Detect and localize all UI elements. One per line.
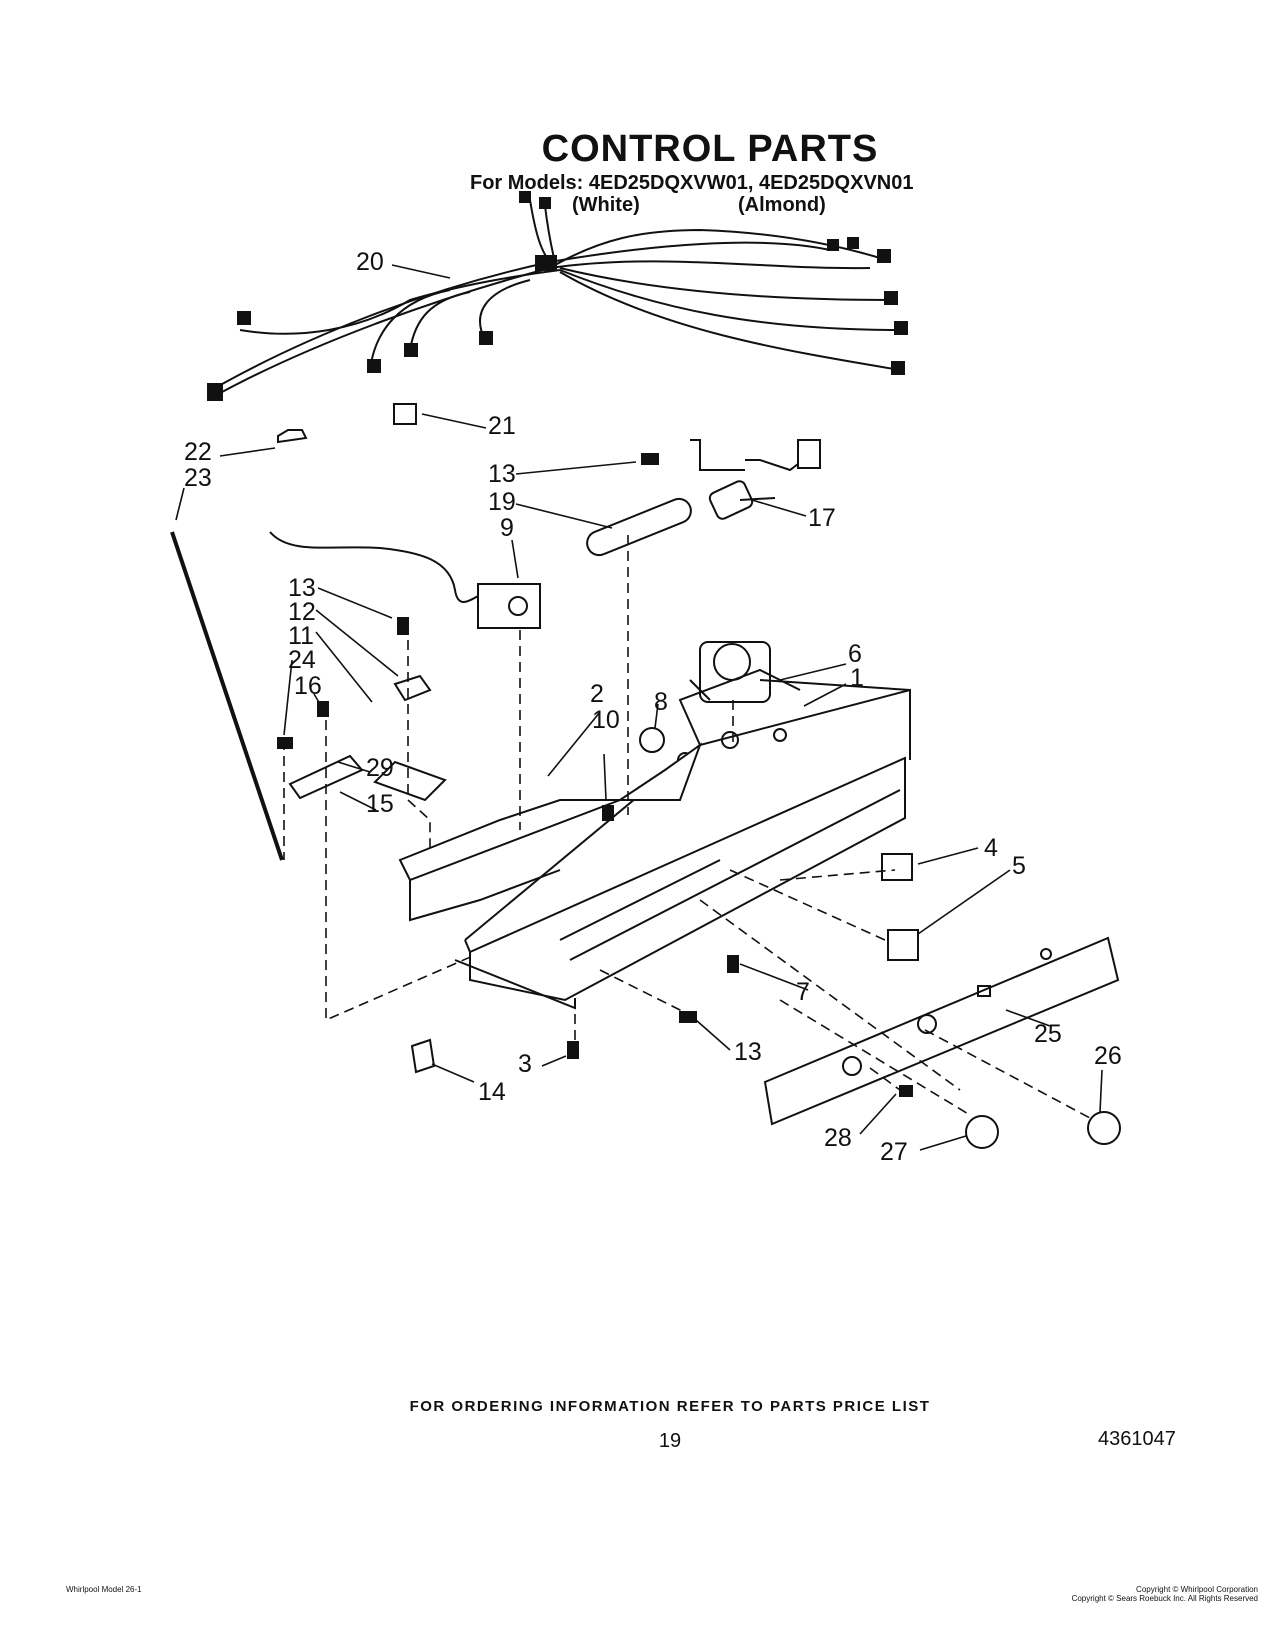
defrost-thermostat-assembly: [586, 439, 821, 557]
control-rod: [170, 531, 284, 861]
spring-28: [899, 1085, 913, 1097]
callout-25: 25: [1034, 1020, 1062, 1048]
callout-13-bottom: 13: [734, 1038, 762, 1066]
fine-print-right: Copyright © Whirlpool Corporation Copyri…: [1008, 1585, 1258, 1603]
callout-23: 23: [184, 464, 212, 492]
clip-14: [410, 1038, 436, 1074]
callout-12: 12: [288, 598, 316, 626]
callout-11: 11: [288, 622, 314, 650]
wire-harness: [207, 191, 908, 401]
switch-4: [881, 853, 913, 881]
callout-28: 28: [824, 1124, 852, 1152]
models-line: For Models: 4ED25DQXVW01, 4ED25DQXVN01: [470, 172, 914, 194]
knob-27: [965, 1115, 999, 1149]
callout-24: 24: [288, 646, 316, 674]
callout-14: 14: [478, 1078, 506, 1106]
page-title: CONTROL PARTS: [541, 128, 879, 170]
temperature-control: [269, 531, 541, 629]
callout-20: 20: [356, 248, 384, 276]
assembly-lines: [283, 535, 1091, 1119]
leader-lines: [175, 264, 1103, 1151]
callout-8: 8: [654, 688, 668, 716]
callout-13-top: 13: [488, 460, 516, 488]
callout-7: 7: [796, 978, 810, 1006]
fine-print-left: Whirlpool Model 26-1: [66, 1585, 142, 1594]
connector-clip: [393, 403, 417, 425]
callout-13-left: 13: [288, 574, 316, 602]
callout-29: 29: [366, 754, 394, 782]
callout-27: 27: [880, 1138, 908, 1166]
screw-3: [567, 1041, 579, 1059]
callout-17: 17: [808, 504, 836, 532]
callout-9: 9: [500, 514, 514, 542]
document-number: 4361047: [1098, 1428, 1176, 1450]
knob-26: [1087, 1111, 1121, 1145]
callout-1: 1: [850, 664, 864, 692]
callout-10: 10: [592, 706, 620, 734]
callout-15: 15: [366, 790, 394, 818]
callout-26: 26: [1094, 1042, 1122, 1070]
ordering-note: FOR ORDERING INFORMATION REFER TO PARTS …: [409, 1398, 931, 1415]
switch-5: [887, 929, 919, 961]
fine-print-right-line1: Copyright © Whirlpool Corporation: [1136, 1585, 1258, 1594]
callout-3: 3: [518, 1050, 532, 1078]
callout-21: 21: [488, 412, 516, 440]
screw-7: [727, 955, 739, 973]
control-housing: [454, 668, 911, 1010]
variant-white: (White): [572, 194, 640, 216]
callout-5: 5: [1012, 852, 1026, 880]
page-number: 19: [658, 1430, 682, 1452]
screw-10: [602, 805, 614, 821]
callout-22: 22: [184, 438, 212, 466]
callout-16: 16: [294, 672, 322, 700]
callout-19: 19: [488, 488, 516, 516]
callout-2: 2: [590, 680, 604, 708]
retainer-clip: [277, 429, 308, 444]
screw-13a: [641, 453, 659, 465]
variant-almond: (Almond): [738, 194, 826, 216]
callout-4: 4: [984, 834, 998, 862]
fine-print-right-line2: Copyright © Sears Roebuck Inc. All Right…: [1071, 1594, 1258, 1603]
control-panel: [763, 936, 1120, 1126]
knob-8: [639, 727, 665, 753]
screw-13b: [679, 1011, 697, 1023]
callout-6: 6: [848, 640, 862, 668]
cold-control: [689, 641, 771, 703]
